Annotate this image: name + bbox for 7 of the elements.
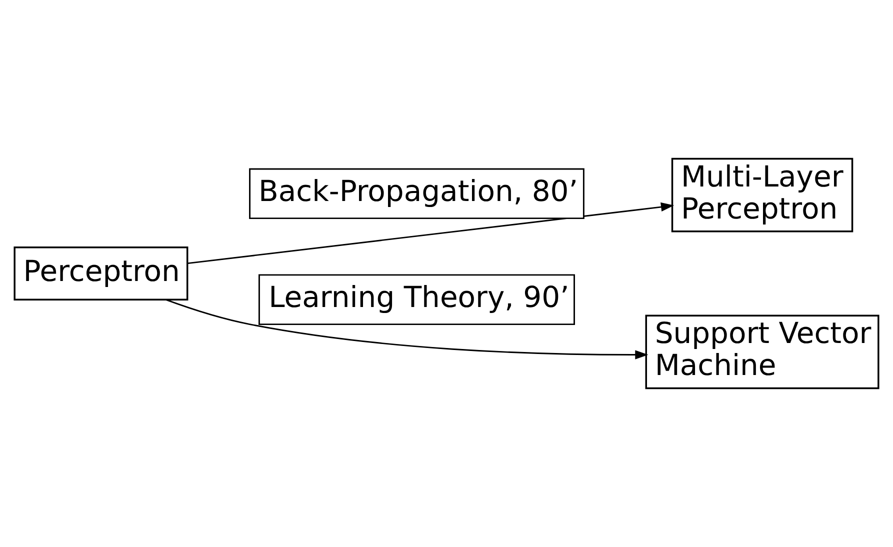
- edge-label: Back-Propagation, 80’: [258, 174, 578, 208]
- edge-label: Learning Theory, 90’: [268, 280, 570, 314]
- arrow: [188, 202, 674, 264]
- node-box: Perceptron: [14, 246, 188, 300]
- arrow: [166, 299, 648, 360]
- node-box: Multi-Layer Perceptron: [671, 158, 854, 232]
- node-box: Support Vector Machine: [645, 314, 880, 390]
